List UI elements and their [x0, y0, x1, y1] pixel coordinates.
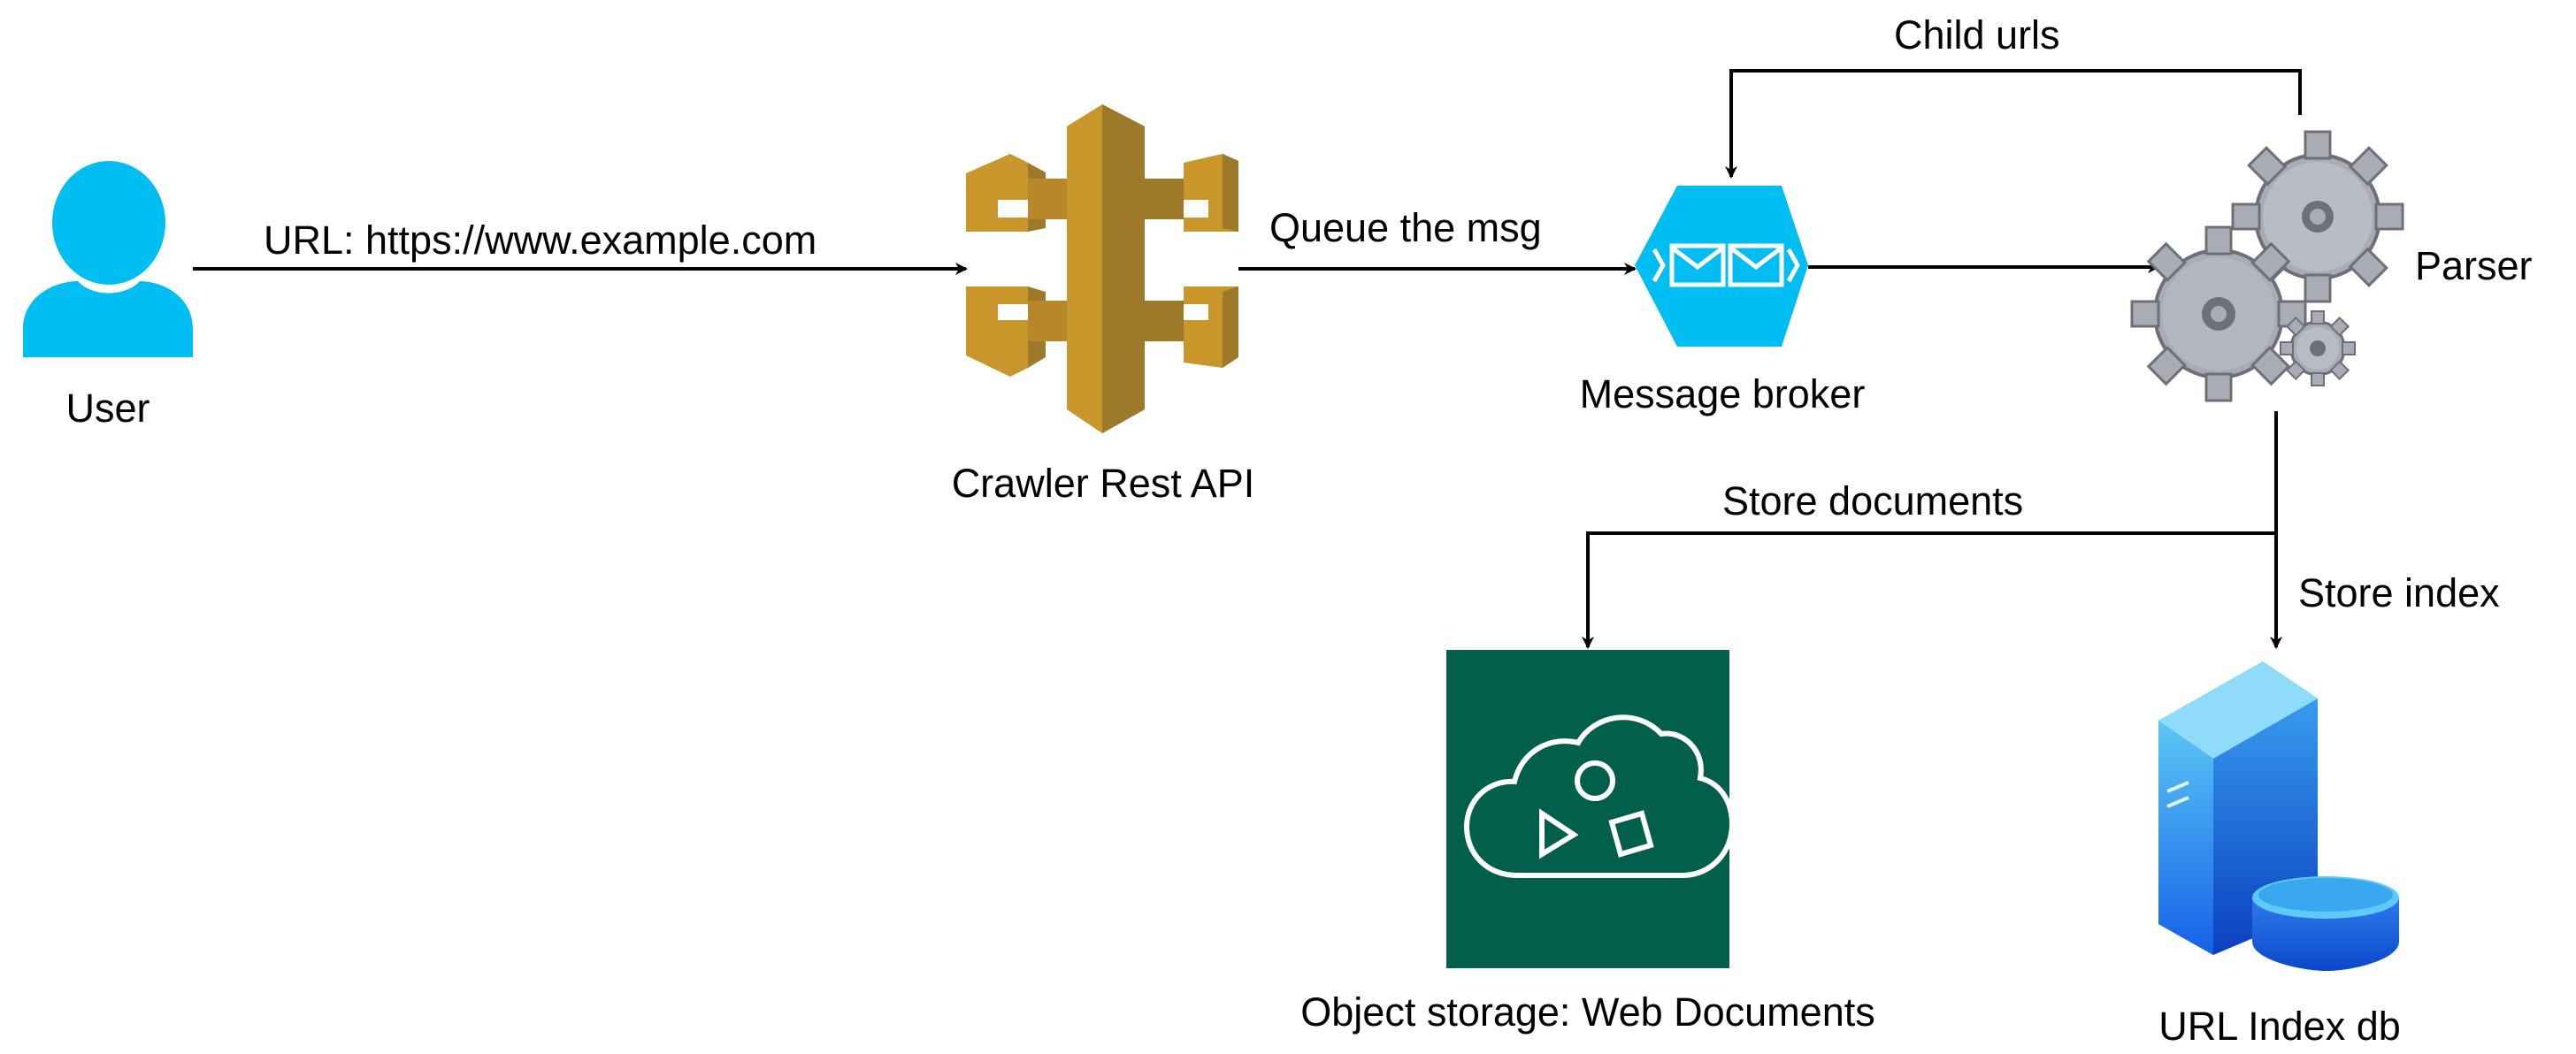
edge-label-parser-to-storage: Store documents	[1722, 478, 2023, 523]
message-broker-label: Message broker	[1580, 371, 1866, 416]
node-parser[interactable]: Parser	[2130, 130, 2533, 402]
edge-parser-to-broker	[1725, 69, 2302, 179]
node-crawler-api[interactable]: Crawler Rest API	[952, 104, 1255, 506]
edge-label-parser-to-broker: Child urls	[1894, 12, 2060, 57]
parser-label: Parser	[2415, 243, 2533, 288]
object-storage-label: Object storage: Web Documents	[1300, 989, 1874, 1035]
gears-icon	[2130, 130, 2404, 402]
node-user[interactable]: User	[23, 161, 193, 431]
database-server-icon	[2158, 661, 2399, 971]
user-label: User	[65, 386, 150, 431]
edge-parser-to-storage	[1582, 531, 2276, 649]
user-icon	[23, 161, 193, 357]
edge-label-parser-to-index: Store index	[2298, 570, 2500, 615]
edge-label-user-to-api: URL: https://www.example.com	[264, 218, 816, 263]
edges: URL: https://www.example.com Queue the m…	[193, 12, 2500, 649]
api-gateway-icon	[966, 104, 1238, 433]
node-url-index-db[interactable]: URL Index db	[2158, 661, 2401, 1049]
message-queue-icon	[1635, 186, 1808, 347]
node-message-broker[interactable]: Message broker	[1580, 186, 1866, 416]
edge-label-api-to-broker: Queue the msg	[1269, 205, 1542, 250]
url-index-db-label: URL Index db	[2158, 1004, 2401, 1049]
cloud-storage-icon	[1446, 650, 1736, 968]
crawler-api-label: Crawler Rest API	[952, 461, 1255, 506]
node-object-storage[interactable]: Object storage: Web Documents	[1300, 650, 1875, 1035]
